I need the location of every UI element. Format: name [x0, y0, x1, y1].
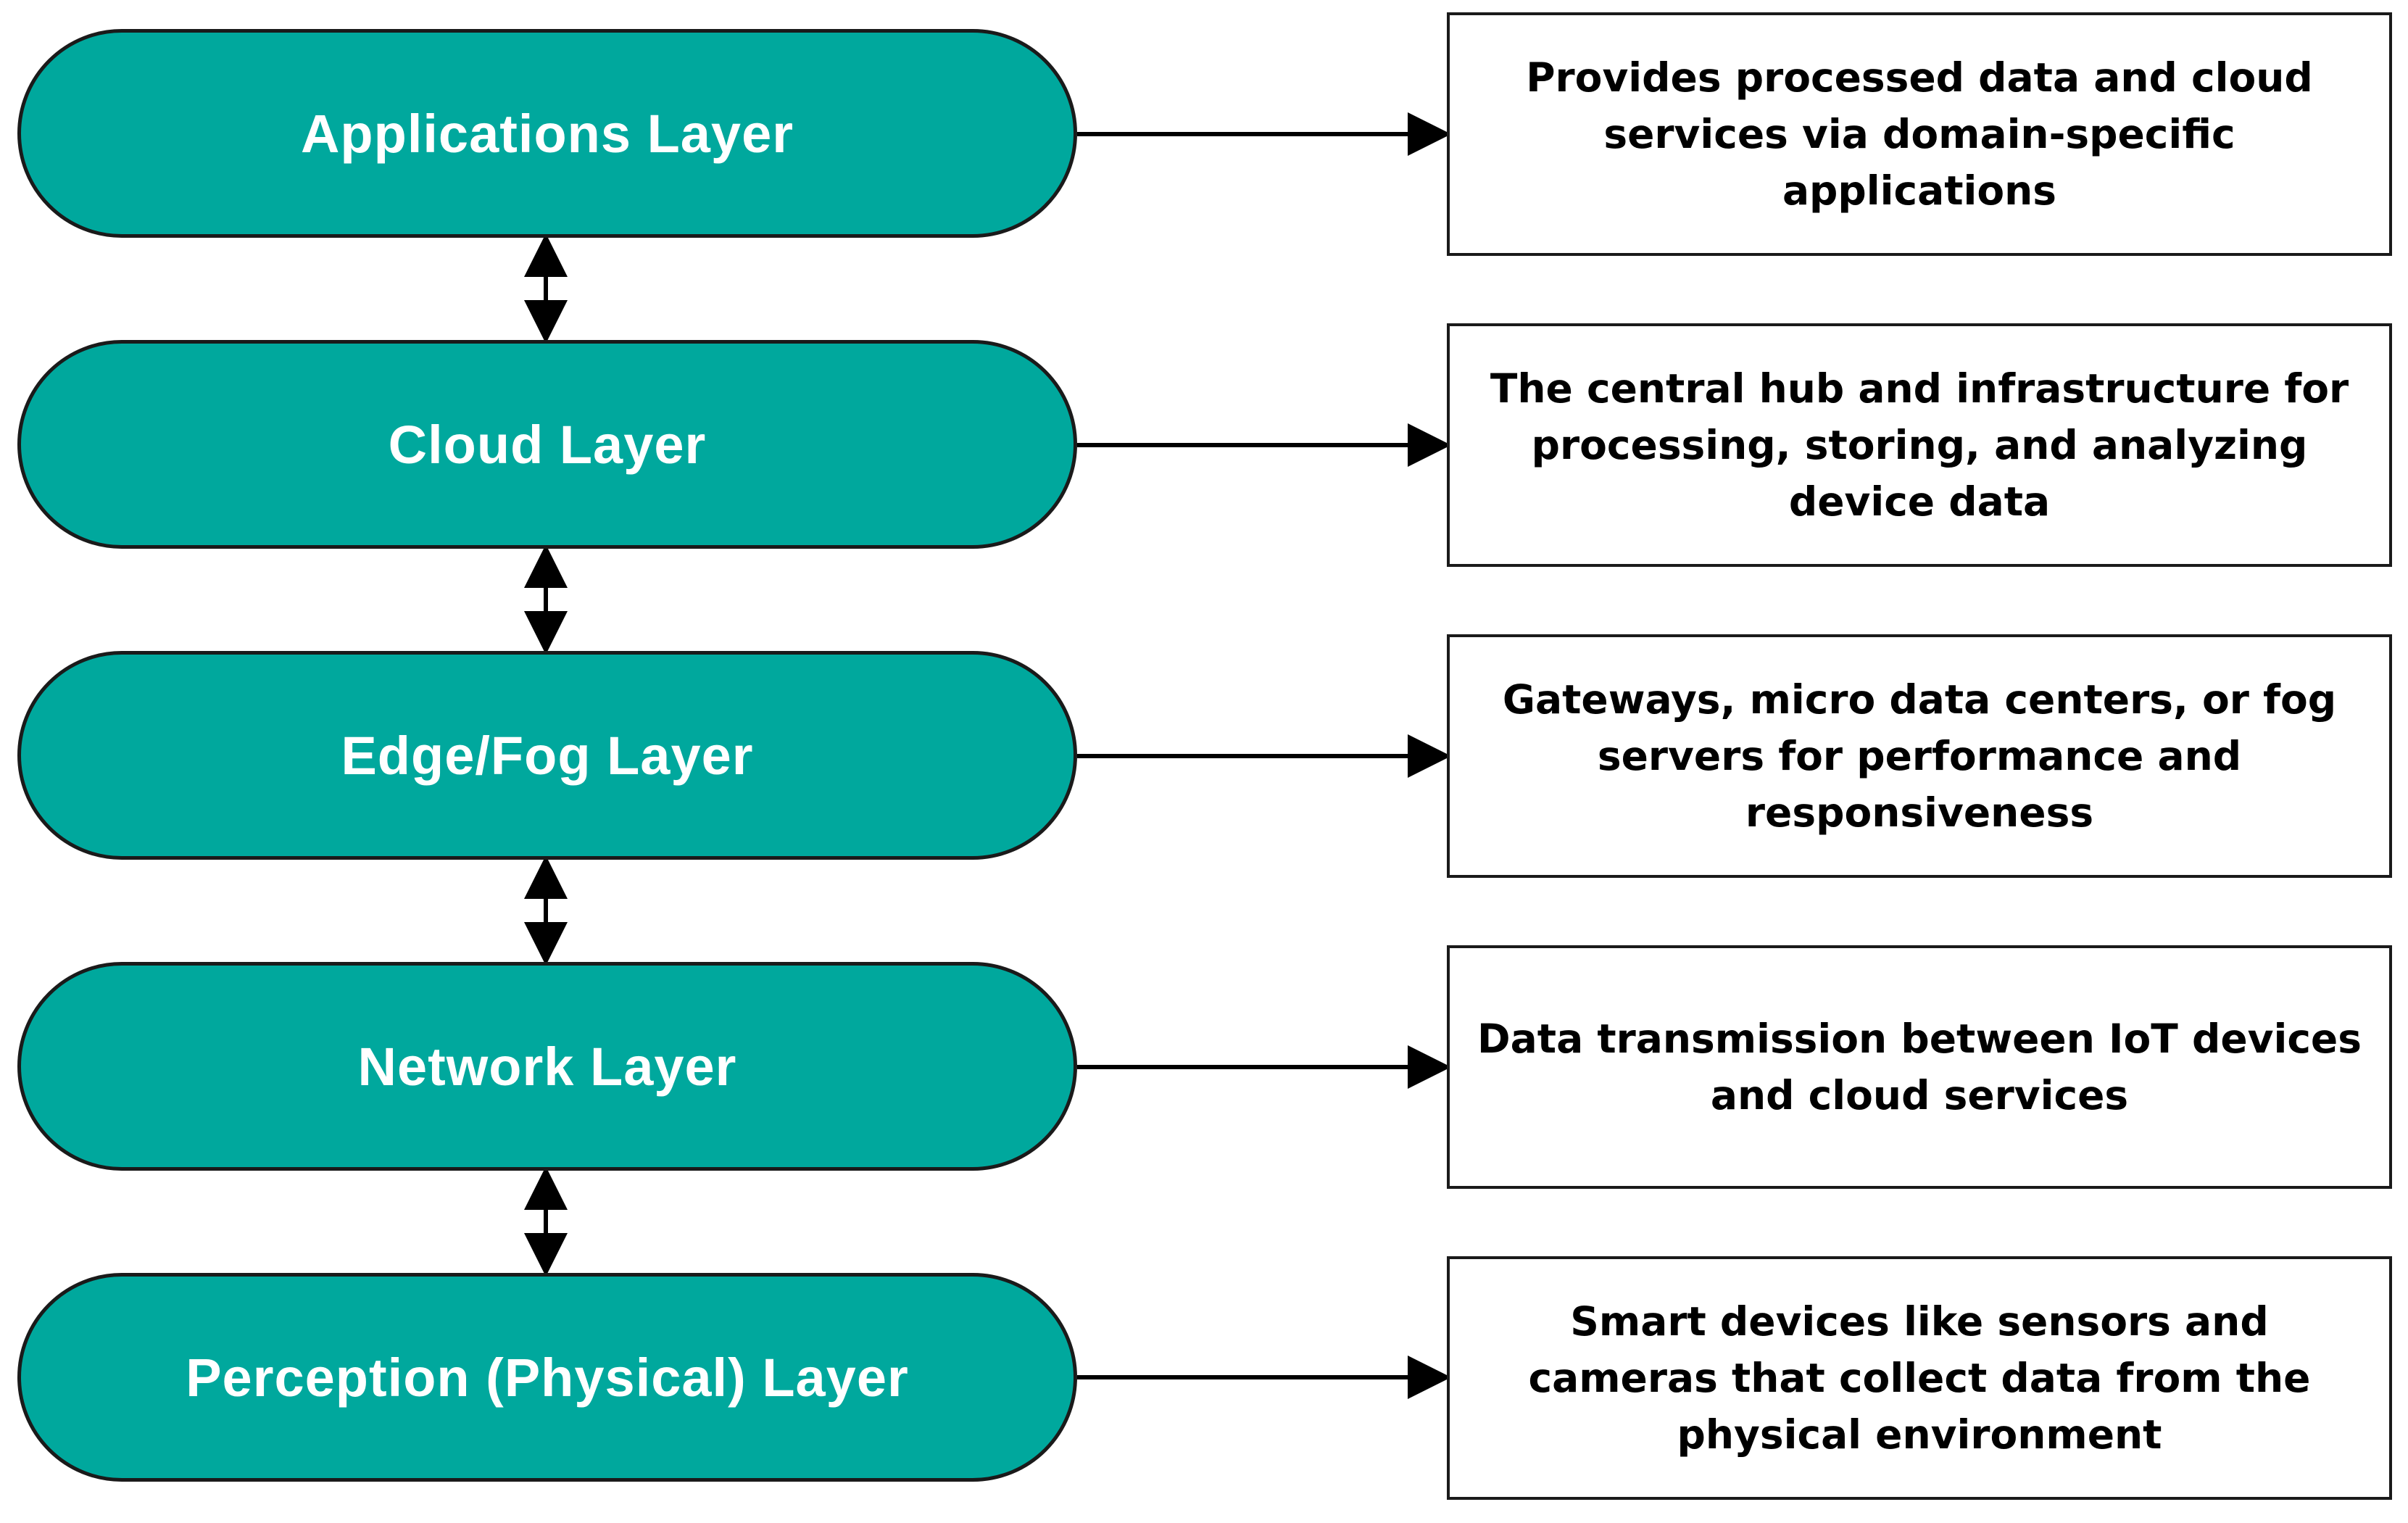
layer-applications: Applications Layer: [17, 29, 1077, 238]
layer-perception: Perception (Physical) Layer: [17, 1273, 1077, 1482]
description-edge-fog: Gateways, micro data centers, or fog ser…: [1447, 634, 2392, 878]
description-applications: Provides processed data and cloud servic…: [1447, 12, 2392, 256]
layer-network-label: Network Layer: [357, 1036, 737, 1097]
layer-edge-fog-label: Edge/Fog Layer: [341, 725, 754, 786]
description-applications-text: Provides processed data and cloud servic…: [1526, 54, 2313, 214]
description-cloud-text: The central hub and infrastructure for p…: [1490, 365, 2349, 525]
layer-network: Network Layer: [17, 962, 1077, 1171]
layer-cloud-label: Cloud Layer: [388, 414, 707, 475]
description-perception: Smart devices like sensors and cameras t…: [1447, 1256, 2392, 1500]
description-edge-fog-text: Gateways, micro data centers, or fog ser…: [1502, 676, 2337, 836]
description-network: Data transmission between IoT devices an…: [1447, 945, 2392, 1189]
description-network-text: Data transmission between IoT devices an…: [1477, 1016, 2362, 1119]
layer-edge-fog: Edge/Fog Layer: [17, 651, 1077, 860]
layer-applications-label: Applications Layer: [300, 103, 794, 164]
description-perception-text: Smart devices like sensors and cameras t…: [1528, 1298, 2311, 1458]
layer-perception-label: Perception (Physical) Layer: [186, 1347, 909, 1408]
description-cloud: The central hub and infrastructure for p…: [1447, 323, 2392, 567]
layer-cloud: Cloud Layer: [17, 340, 1077, 549]
